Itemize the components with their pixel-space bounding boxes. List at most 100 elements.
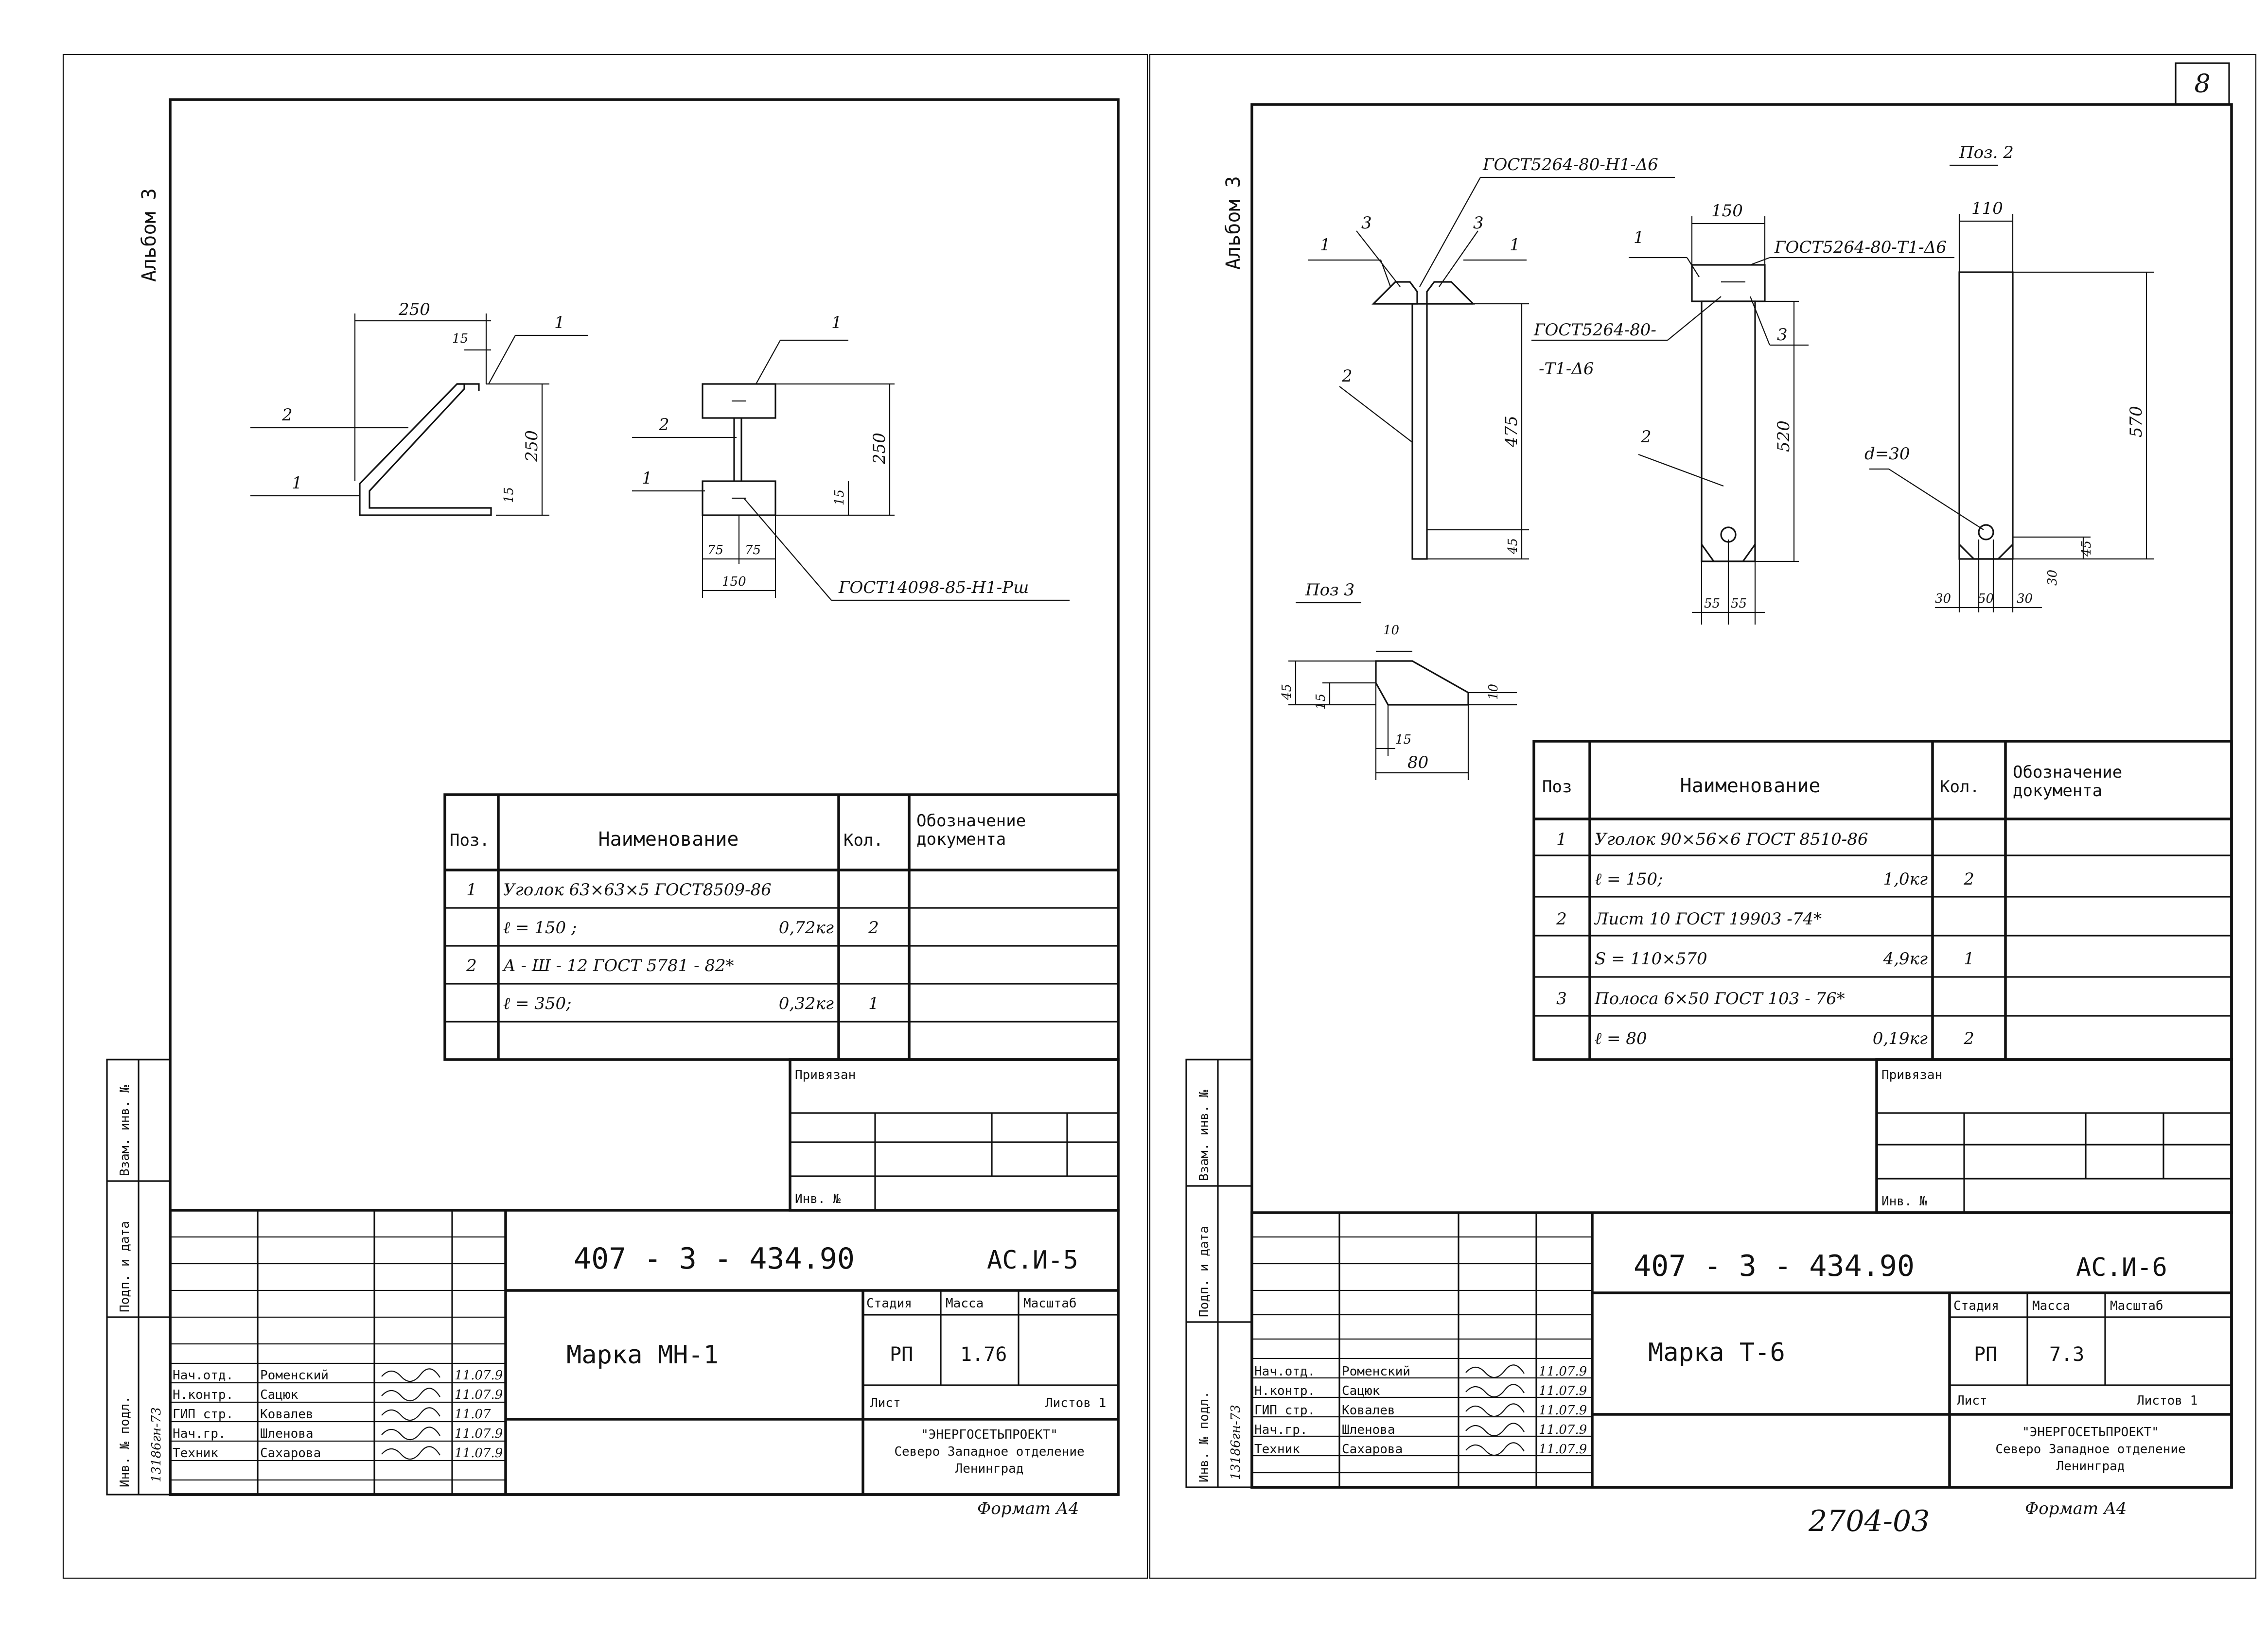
right-dim-150: 150 [1711,201,1743,221]
right-stage-header-2: Масштаб [2110,1299,2163,1313]
left-dim-250-front: 250 [870,433,889,465]
signatory-name: Шленова [1342,1423,1395,1437]
left-callout-1c: 1 [831,313,842,332]
page-number-box [2175,62,2230,105]
signature-mark [1465,1442,1525,1456]
left-org-1: Северо Западное отделение [894,1445,1084,1459]
left-stage-header-2: Масштаб [1023,1296,1077,1311]
right-weld-note-3b: -Т1-Δ6 [1539,359,1594,379]
right-sheet-outer-border [1149,53,2257,1579]
signatory-date: 11.07.9 [1539,1403,1587,1418]
left-stamp-column: Взам. инв. № Подп. и дата Инв. № подл. 1… [106,1059,171,1496]
left-album-label: Альбом 3 [138,188,160,282]
signatory-name: Сацюк [1342,1384,1380,1398]
left-drawing: 250 15 250 15 1 2 1 250 15 [250,300,1070,601]
right-title: Марка Т-6 [1648,1338,1785,1367]
right-org-2: Ленинград [2057,1459,2125,1474]
right-stamp-inv-number: 13186гн-73 [1229,1405,1243,1480]
right-dim-d30: d=30 [1864,444,1910,464]
signatory-date: 11.07.9 [1539,1442,1587,1457]
spec-row-name: ℓ = 150; [1595,870,1663,889]
signatory-role: Н.контр. [173,1388,233,1402]
spec-row-name: Полоса 6×50 ГОСТ 103 - 76* [1594,989,1845,1009]
left-dim-15-top: 15 [452,331,468,346]
signatory-name: Ковалев [1342,1403,1395,1418]
right-dim-570: 570 [2127,406,2146,437]
right-list-label: Лист [1957,1393,1987,1408]
right-mass: 7.3 [2049,1343,2084,1366]
signature-mark [381,1407,440,1421]
left-title-block: Привязан Инв. № 407 - 3 - 434. [169,1058,1120,1496]
right-callout-1c: 1 [1634,228,1644,247]
left-sheet-code: АС.И-5 [987,1246,1078,1275]
signatory-name: Роменский [260,1368,329,1383]
right-weld-note-2: ГОСТ5264-80-Т1-Δ6 [1774,238,1947,257]
signatory-role: Нач.гр. [173,1427,226,1441]
right-spec-header-qty: Кол. [1940,777,1980,797]
right-dim-55a: 55 [1704,596,1720,611]
left-stamp-inv: Инв. № подл. [118,1396,132,1487]
right-drawing: 475 45 ГОСТ5264-80-Н1-Δ6 1 3 3 1 2 150 5… [1280,143,2154,780]
right-dim-45a: 45 [1506,538,1520,555]
signatory-name: Шленова [260,1427,314,1441]
left-callout-1b: 1 [292,473,302,493]
right-pos2-label: Поз. 2 [1959,143,2014,162]
spec-row-qty: 1 [1964,949,1974,969]
spec-row-pos: 1 [1556,830,1567,849]
signatory-role: ГИП стр. [1254,1403,1315,1418]
archive-number: 2704-03 [1808,1504,1930,1538]
left-dim-75a: 75 [707,543,723,557]
right-lists-label: Листов 1 [2137,1393,2198,1408]
right-callout-3c: 3 [1777,325,1788,345]
right-dim-80: 80 [1407,753,1428,772]
right-spec-header-name: Наименование [1680,775,1821,797]
signatory-name: Сахарова [1342,1442,1403,1457]
signature-mark [1465,1403,1525,1417]
right-dim-50: 50 [1978,592,1994,606]
signatory-name: Сацюк [260,1388,299,1402]
spec-row-pos: 3 [1556,989,1567,1009]
left-spec-header-name: Наименование [598,828,739,851]
right-privyazan: Привязан [1881,1068,1942,1082]
right-dim-55b: 55 [1731,596,1747,611]
left-spec-header-pos: Поз. [450,831,490,850]
right-dim-10b: 10 [1486,684,1501,700]
left-inv-no: Инв. № [795,1192,841,1206]
signatory-date: 11.07.9 [455,1427,503,1441]
signature-mark [381,1368,440,1382]
right-org-1: Северо Западное отделение [1995,1442,2185,1457]
left-lists-label: Листов 1 [1045,1396,1106,1410]
left-callout-1d: 1 [642,469,652,488]
left-org-2: Ленинград [955,1462,1024,1476]
left-callout-2b: 2 [658,415,669,435]
left-code: 407 - 3 - 434.90 [574,1242,855,1276]
signatory-role: Нач.отд. [1254,1364,1315,1379]
left-dim-15-front: 15 [832,489,847,505]
right-stage: РП [1974,1343,1997,1366]
left-stage-header-1: Масса [946,1296,984,1311]
signatory-date: 11.07 [455,1407,491,1422]
right-callout-1b: 1 [1510,235,1520,255]
left-dim-75b: 75 [745,543,761,557]
right-format-label: Формат А4 [2025,1499,2127,1518]
right-spec-header-pos: Поз [1542,777,1572,797]
spec-row-name: ℓ = 80 [1595,1029,1647,1048]
signatory-name: Сахарова [260,1446,321,1461]
right-stamp-vzam: Взам. инв. № [1197,1090,1212,1181]
right-weld-note-3a: ГОСТ5264-80- [1533,320,1656,340]
right-dim-520: 520 [1774,420,1793,452]
right-inv-no: Инв. № [1881,1194,1927,1209]
left-spec-header-qty: Кол. [844,831,883,850]
left-dim-250-top: 250 [398,300,430,319]
right-dim-30b: 30 [2017,592,2033,606]
signatory-date: 11.07.9 [1539,1384,1587,1398]
right-weld-note-1: ГОСТ5264-80-Н1-Δ6 [1482,155,1658,174]
right-sheet-code: АС.И-6 [2076,1253,2167,1282]
spec-row-pos: 1 [466,880,477,900]
spec-row-weight: 0,32кг [779,994,834,1013]
left-org-0: "ЭНЕРГОСЕТЬПРОЕКТ" [921,1427,1058,1442]
signatory-role: Н.контр. [1254,1384,1315,1398]
